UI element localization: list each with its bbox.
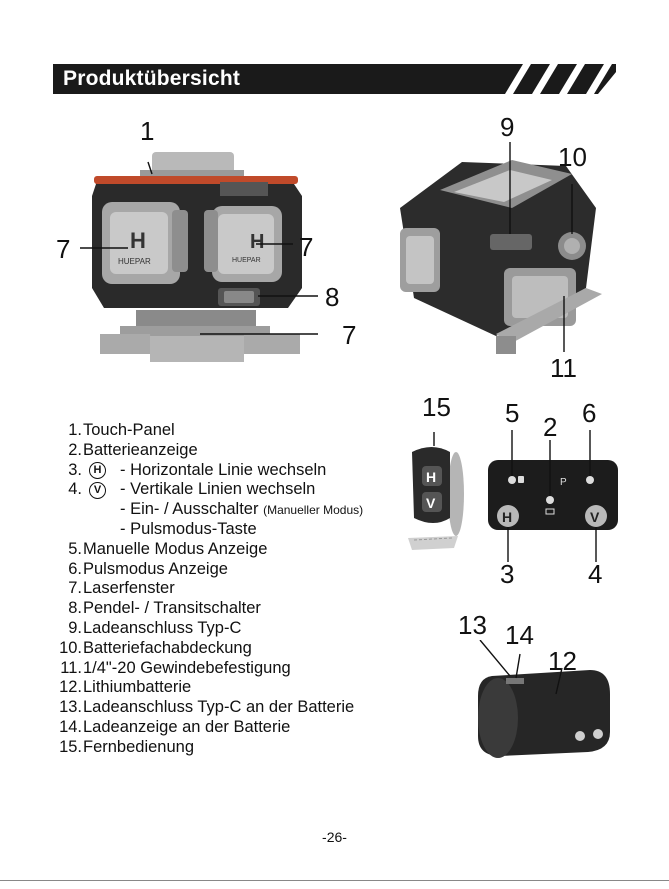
footer-divider — [0, 880, 669, 881]
v-button-icon: V — [89, 481, 106, 499]
callout-6: 6 — [582, 398, 597, 428]
svg-text:H: H — [250, 231, 264, 253]
svg-text:H: H — [130, 228, 146, 253]
list-item: 1. Touch-Panel — [68, 421, 175, 439]
list-item: - Pulsmodus-Taste — [120, 519, 257, 538]
callout-15: 15 — [422, 392, 451, 422]
callout-7-left: 7 — [56, 234, 71, 264]
panel-h-label: H — [502, 509, 512, 525]
callout-7-right: 7 — [299, 232, 314, 262]
list-item: 13. Ladeanschluss Typ-C an der Batterie — [59, 698, 355, 717]
battery-image — [478, 640, 610, 758]
touch-panel-image: P H V — [488, 430, 618, 562]
callout-5: 5 — [505, 398, 520, 428]
h-button-icon: H — [89, 461, 106, 479]
callout-13: 13 — [458, 610, 487, 640]
callout-9: 9 — [500, 112, 515, 142]
svg-text:P: P — [560, 477, 567, 488]
page-number: -26- — [322, 829, 347, 845]
brand-label-right: HUEPAR — [232, 257, 261, 264]
svg-text:H: H — [426, 469, 436, 485]
list-item: 10. Batteriefachabdeckung — [59, 638, 252, 657]
callout-11: 11 — [550, 353, 577, 383]
list-item: 12. Lithiumbatterie — [59, 678, 192, 697]
list-item: 6. Pulsmodus Anzeige — [68, 559, 228, 578]
page-title: Produktübersicht — [63, 67, 241, 90]
list-item: - Ein- / Ausschalter (Manueller Modus) — [120, 500, 364, 519]
callout-2: 2 — [543, 412, 558, 442]
list-item: 11. 1/4"-20 Gewindebefestigung — [60, 658, 291, 677]
laser-level-rear-image — [400, 142, 602, 354]
callout-14: 14 — [505, 620, 534, 650]
remote-control-image: H V — [408, 432, 464, 550]
callout-12: 12 — [548, 646, 577, 676]
callout-4: 4 — [588, 559, 603, 589]
laser-level-front-image: H HUEPAR H HUEPAR — [80, 152, 318, 362]
list-item: 5. Manuelle Modus Anzeige — [68, 539, 268, 558]
parts-list: 1. Touch-Panel 2. Batterieanzeige 3. H -… — [0, 421, 420, 758]
list-item: 4. V - Vertikale Linien wechseln — [68, 480, 316, 499]
list-item: 9. Ladeanschluss Typ-C — [68, 618, 242, 637]
brand-label-left: HUEPAR — [118, 257, 151, 266]
list-item: 7. Laserfenster — [68, 579, 175, 598]
list-item: 8. Pendel- / Transitschalter — [68, 599, 261, 618]
callout-10: 10 — [558, 142, 587, 172]
list-item: 15. Fernbedienung — [59, 737, 195, 756]
callout-3: 3 — [500, 559, 515, 589]
callout-7-bottom: 7 — [342, 320, 357, 350]
svg-text:V: V — [426, 495, 436, 511]
list-item: 14. Ladeanzeige an der Batterie — [59, 717, 291, 736]
callout-1: 1 — [140, 116, 155, 146]
list-item: 3. H - Horizontale Linie wechseln — [68, 460, 327, 479]
list-item: 2. Batterieanzeige — [68, 440, 198, 459]
header-banner-shape — [53, 64, 616, 94]
panel-v-label: V — [590, 509, 600, 525]
section-header: Produktübersicht — [53, 64, 616, 94]
callout-8: 8 — [325, 282, 340, 312]
